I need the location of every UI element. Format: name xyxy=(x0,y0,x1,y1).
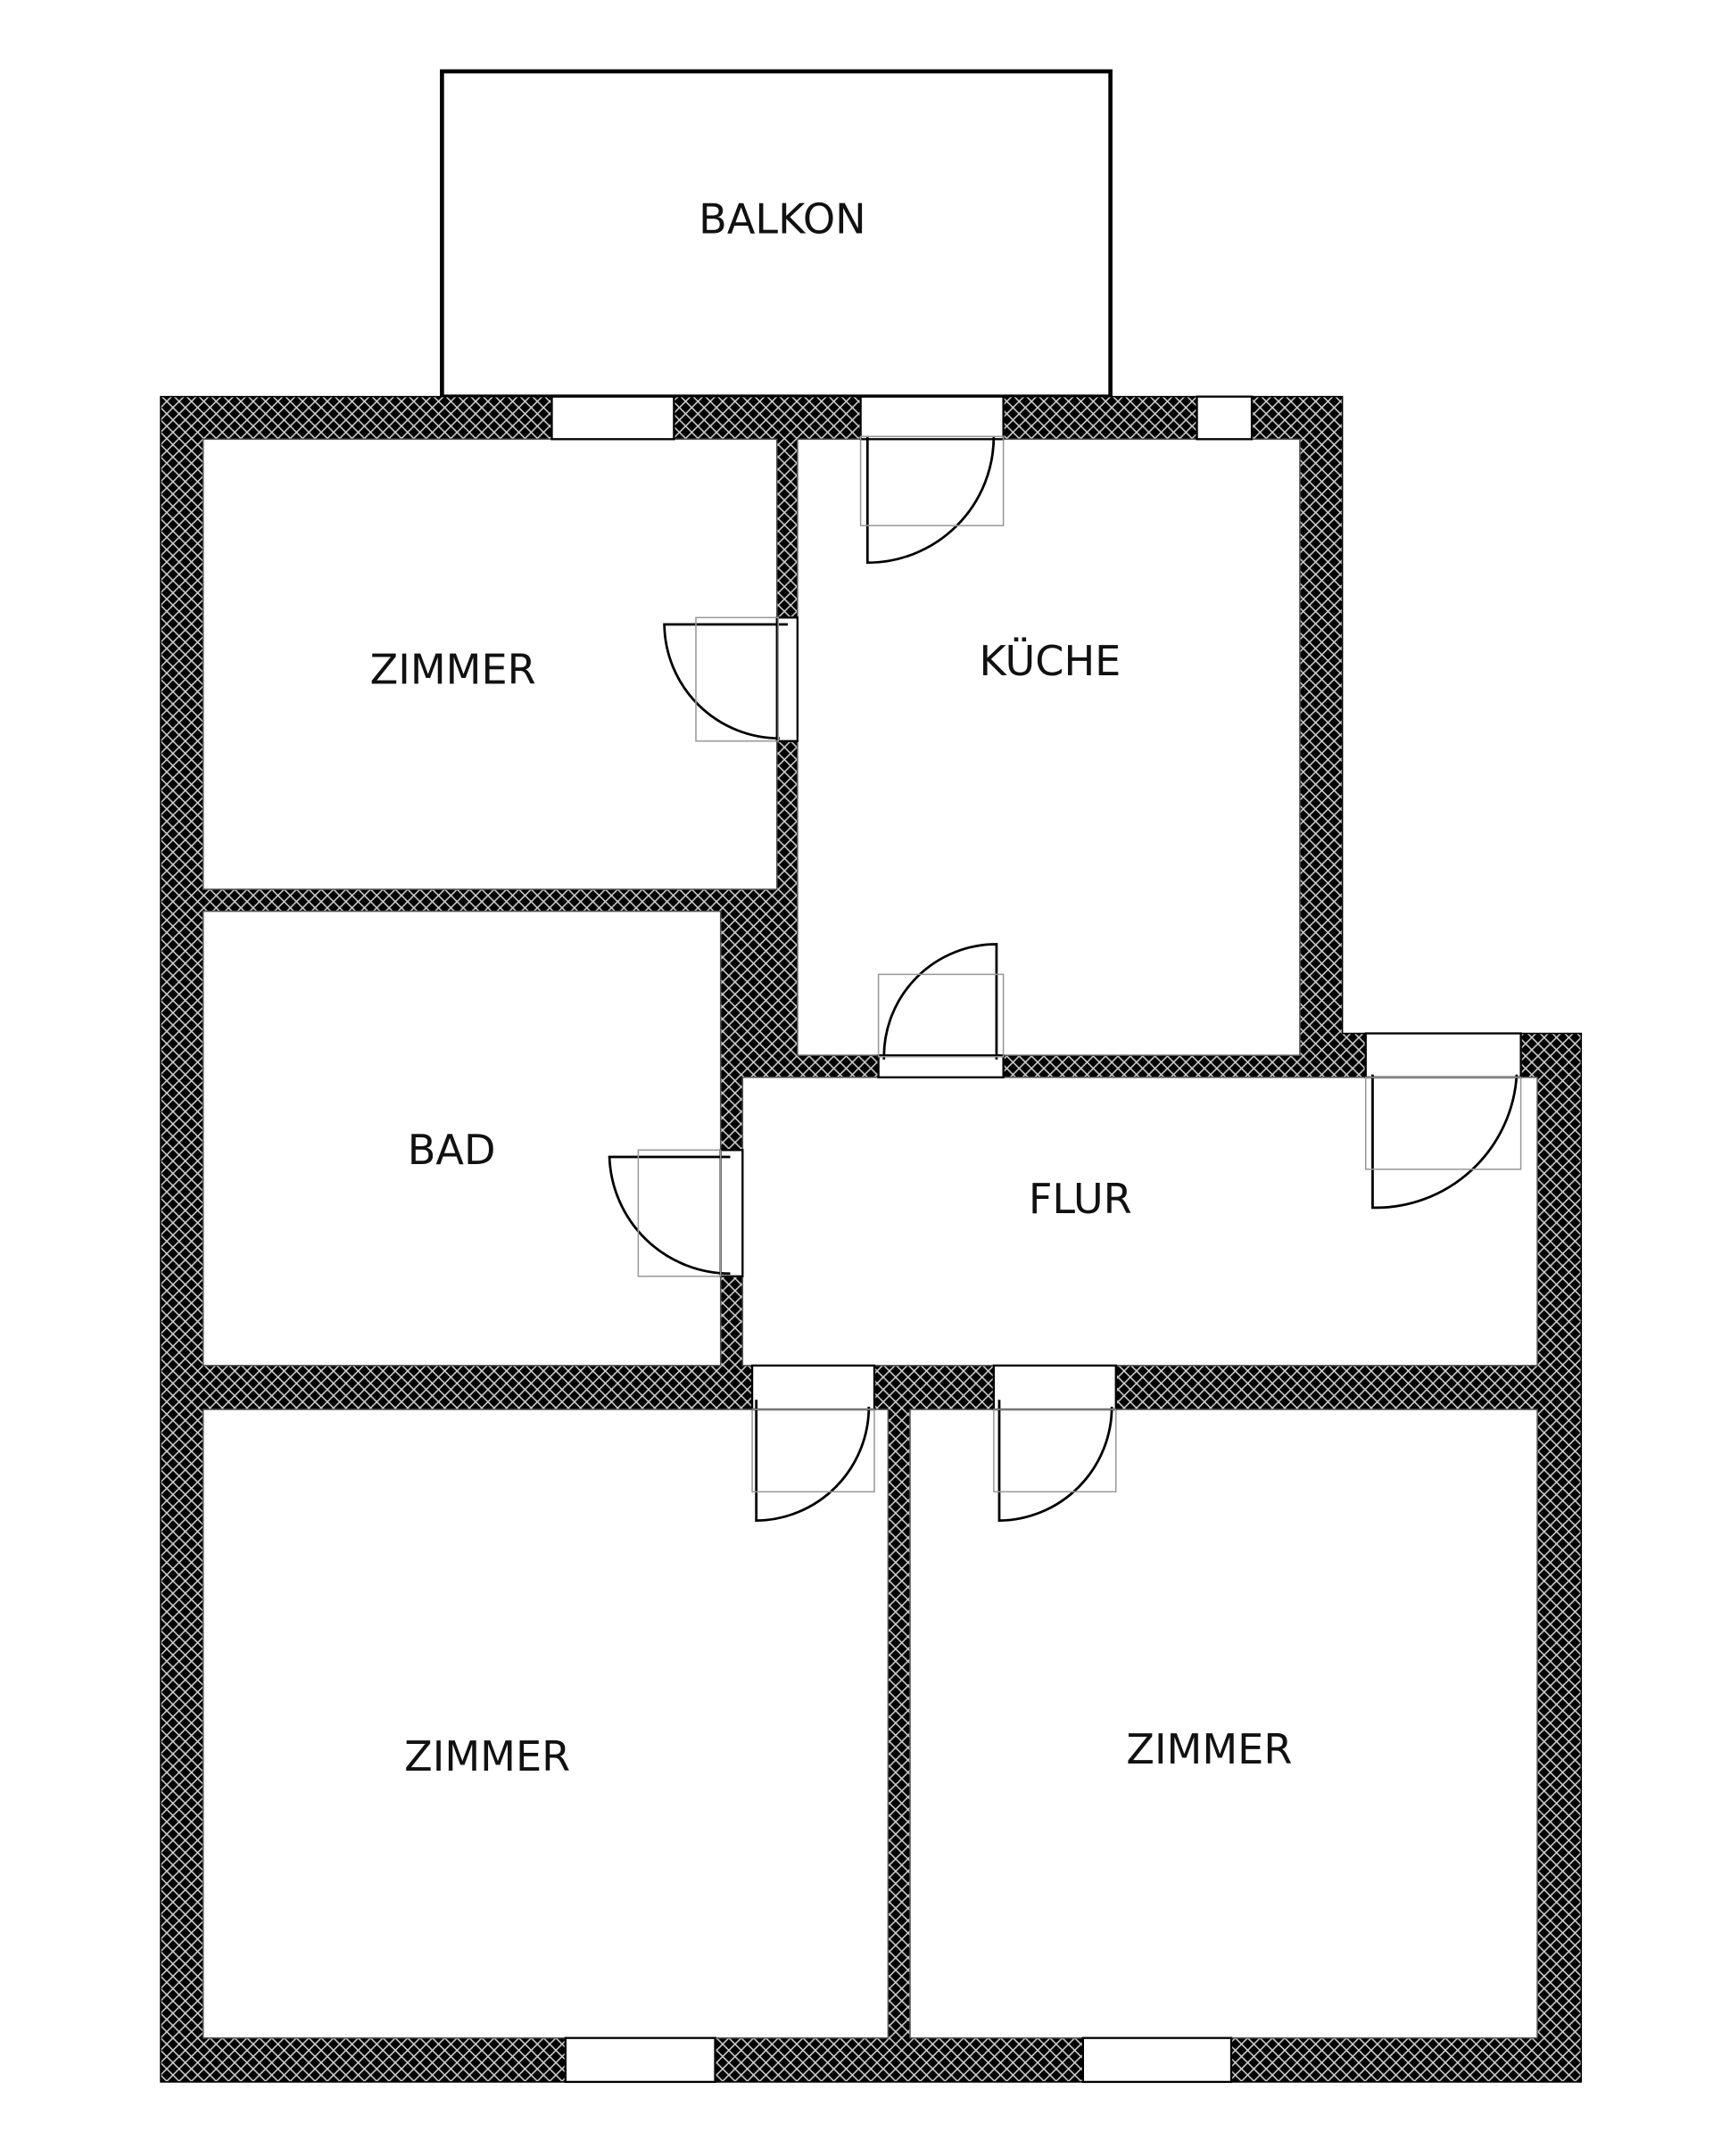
label-flur: FLUR xyxy=(1029,1175,1132,1223)
label-zimmer-bottom-right: ZIMMER xyxy=(1126,1725,1292,1773)
window xyxy=(550,395,675,441)
room-bad xyxy=(202,910,722,1367)
label-zimmer-bottom-left: ZIMMER xyxy=(404,1732,570,1780)
label-balkon: BALKON xyxy=(699,195,865,244)
window xyxy=(564,2036,716,2084)
label-kueche: KÜCHE xyxy=(979,637,1121,685)
door-swing xyxy=(882,943,998,1060)
door-swing xyxy=(755,1400,871,1523)
label-zimmer-top: ZIMMER xyxy=(370,645,536,693)
window xyxy=(1196,395,1254,441)
door-opening xyxy=(750,1364,876,1411)
door-opening xyxy=(1364,1032,1522,1078)
door-swing xyxy=(608,1155,731,1276)
door-opening xyxy=(992,1364,1117,1411)
door-opening xyxy=(877,1053,1005,1078)
balcony-outline xyxy=(440,69,1113,399)
room-kueche xyxy=(797,438,1301,1056)
window xyxy=(1081,2036,1233,2084)
room-zimmer-bottom-right xyxy=(909,1408,1538,2039)
door-opening xyxy=(719,1149,744,1277)
door-swing xyxy=(865,436,996,565)
door-opening xyxy=(859,395,1005,441)
door-swing xyxy=(1371,1074,1519,1210)
door-opening xyxy=(775,616,799,742)
label-bad: BAD xyxy=(408,1126,496,1174)
door-swing xyxy=(997,1400,1113,1523)
room-flur xyxy=(741,1076,1538,1367)
room-zimmer-bottom-left xyxy=(202,1408,890,2039)
room-zimmer-top xyxy=(202,438,778,890)
